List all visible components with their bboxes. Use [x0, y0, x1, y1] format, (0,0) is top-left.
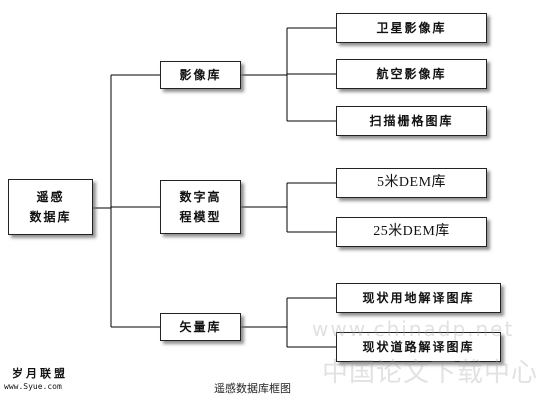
node-vector-library-label: 矢量库: [179, 320, 222, 334]
node-5m-dem-library: 5米DEM库: [336, 168, 487, 198]
node-25m-dem-library-label: 25米DEM库: [373, 224, 450, 239]
node-5m-dem-library-label: 5米DEM库: [376, 175, 447, 190]
node-dem-model-label-line2: 程模型: [179, 210, 222, 224]
watermark-text: 中国论文下载中心: [322, 358, 538, 388]
root-node: 遥感 数据库: [8, 179, 93, 235]
root-node-label-line2: 数据库: [29, 210, 72, 224]
node-road-interpretation-library-label: 现状道路解译图库: [362, 340, 475, 354]
node-image-library-label: 影像库: [179, 68, 222, 82]
watermark-url: www.chinadp.net: [312, 317, 515, 341]
node-aerial-image-library: 航空影像库: [336, 59, 487, 89]
node-land-use-interpretation-library-label: 现状用地解译图库: [362, 291, 475, 305]
node-vector-library: 矢量库: [160, 313, 241, 341]
node-satellite-image-library-label: 卫星影像库: [376, 21, 447, 35]
node-scanned-raster-library-label: 扫描栅格图库: [369, 114, 454, 128]
node-25m-dem-library: 25米DEM库: [336, 217, 487, 247]
root-node-label-line1: 遥感: [36, 190, 65, 204]
site-logo-title: 岁月联盟: [12, 367, 68, 380]
node-image-library: 影像库: [160, 61, 241, 89]
node-dem-model: 数字高 程模型: [160, 180, 241, 234]
node-aerial-image-library-label: 航空影像库: [376, 67, 447, 81]
site-logo: 岁月联盟 www.Syue.com: [4, 367, 68, 392]
node-road-interpretation-library: 现状道路解译图库: [336, 332, 501, 362]
node-land-use-interpretation-library: 现状用地解译图库: [336, 283, 501, 313]
node-dem-model-label-line1: 数字高: [179, 190, 222, 204]
node-scanned-raster-library: 扫描栅格图库: [336, 106, 487, 136]
figure-caption: 遥感数据库框图: [214, 382, 291, 395]
node-satellite-image-library: 卫星影像库: [336, 13, 487, 43]
site-logo-url: www.Syue.com: [4, 382, 62, 391]
